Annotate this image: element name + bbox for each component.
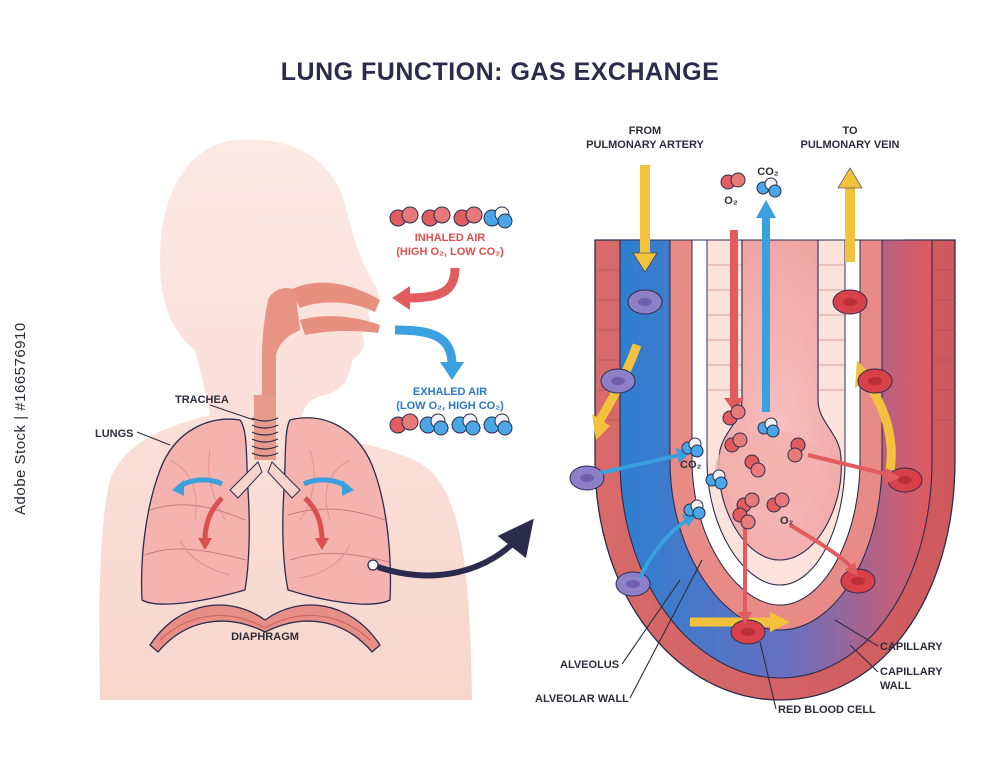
o2-molecule (787, 437, 806, 463)
stock-watermark: Adobe Stock | #166576910 (12, 322, 29, 515)
red-blood-cell (887, 467, 923, 493)
gas-exchange-arrows (599, 200, 900, 624)
red-blood-cell (840, 568, 876, 594)
zoom-arrow (377, 518, 534, 579)
inhale-arrow (392, 267, 460, 310)
red-blood-cell-leader (759, 641, 777, 710)
co2-molecule (681, 437, 704, 458)
exhale-arrow (394, 325, 464, 380)
left-lung (140, 418, 250, 605)
alveolus-leader (621, 579, 681, 665)
page-title: LUNG FUNCTION: GAS EXCHANGE (281, 58, 720, 86)
o2-in-arrow-right (315, 538, 329, 550)
o2-label-inner: O₂ (780, 515, 794, 527)
diaphragm (149, 604, 381, 653)
to-label-line2: PULMONARY VEIN (800, 139, 899, 151)
o2-molecule (389, 206, 419, 227)
capillary-wall-label-line2: WALL (880, 680, 911, 692)
lungs-leader (136, 431, 171, 446)
red-blood-cells (569, 289, 923, 645)
alveolar-wall-leader (629, 559, 703, 699)
o2-label-top: O₂ (724, 195, 738, 207)
trachea-label: TRACHEA (175, 394, 229, 406)
o2-molecule (766, 492, 790, 513)
o2-molecule (389, 413, 419, 434)
inhaled-air-molecules (389, 206, 513, 229)
capillary-wall-leader (849, 644, 879, 673)
inhaled-air-title: INHALED AIR (415, 232, 486, 244)
trachea (251, 395, 279, 460)
capillary-label: CAPILLARY (880, 641, 943, 653)
o2-in-arrow (724, 398, 744, 412)
from-label-line2: PULMONARY ARTERY (586, 139, 704, 151)
exhaled-air-molecules (389, 413, 513, 436)
co2-out-arrow-left (172, 480, 184, 496)
co2-molecule (483, 206, 513, 229)
co2-molecule (756, 177, 782, 198)
o2-in-arrow-left (198, 538, 212, 550)
o2-molecule (744, 454, 766, 478)
inhaled-air-subtitle: (HIGH O₂, LOW CO₂) (396, 246, 504, 258)
exhaled-air-title: EXHALED AIR (413, 386, 487, 398)
lung-airflow-arrows (172, 477, 354, 550)
alveolus-molecules (681, 172, 806, 530)
co2-molecule (683, 499, 706, 520)
o2-molecule (453, 206, 483, 227)
lungs-label: LUNGS (95, 428, 134, 440)
co2-molecule (483, 413, 513, 436)
to-label-line1: TO (842, 125, 858, 137)
co2-label-top: CO₂ (757, 166, 779, 178)
co2-molecule (705, 469, 728, 490)
o2-molecule (732, 507, 756, 530)
o2-molecule (720, 172, 746, 190)
co2-molecule (757, 417, 780, 438)
right-lung (282, 417, 392, 605)
red-blood-cell (730, 619, 766, 645)
exhaled-air-subtitle: (LOW O₂, HIGH CO₂) (396, 400, 504, 412)
co2-out-arrow (756, 200, 776, 218)
o2-molecule (722, 404, 746, 426)
red-blood-cell (857, 368, 893, 394)
bronchi (229, 461, 301, 499)
from-label-line1: FROM (629, 125, 661, 137)
red-blood-cell (569, 465, 605, 491)
upper-airway (262, 282, 380, 405)
co2-molecule (451, 413, 481, 436)
capillary-wall-label-line1: CAPILLARY (880, 666, 943, 678)
co2-molecule (419, 413, 449, 436)
o2-molecule (421, 206, 451, 227)
alveolus-detail (594, 239, 956, 701)
red-blood-cell (615, 571, 651, 597)
trachea-leader (209, 404, 255, 421)
capillary-leader (834, 619, 879, 647)
co2-out-arrow-right (342, 480, 354, 496)
alveolar-wall-label: ALVEOLAR WALL (535, 693, 629, 705)
diaphragm-label: DIAPHRAGM (231, 631, 299, 643)
o2-molecule (724, 432, 748, 453)
co2-label-inner: CO₂ (680, 459, 702, 471)
red-blood-cell (600, 368, 636, 394)
red-blood-cell-label: RED BLOOD CELL (778, 704, 876, 716)
flow-arrow-out (837, 167, 863, 189)
red-blood-cell (832, 289, 868, 315)
flow-arrow-in (632, 252, 658, 273)
zoom-marker (367, 559, 379, 571)
alveolus-label: ALVEOLUS (560, 659, 619, 671)
red-blood-cell (627, 289, 663, 315)
